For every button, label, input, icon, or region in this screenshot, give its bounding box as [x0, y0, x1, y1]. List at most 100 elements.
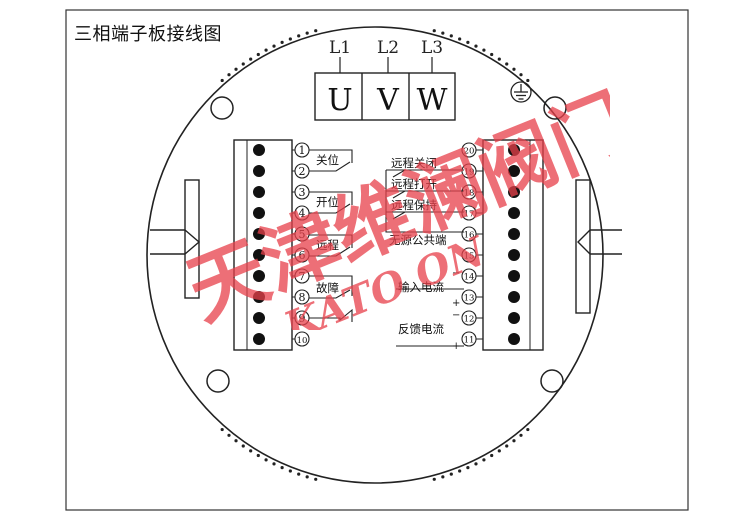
right-terminal-screw [508, 249, 520, 261]
left-terminal-screw [253, 333, 265, 345]
right-terminal-number-20: 20 [464, 147, 475, 157]
rim-dot [490, 52, 494, 57]
outer-frame [65, 9, 689, 511]
rim-dot [305, 475, 309, 479]
rim-dot [458, 37, 462, 41]
rim-dot [249, 449, 253, 453]
right-terminal-number-12: 12 [464, 315, 475, 325]
rim-dot [314, 477, 318, 481]
label-open-limit: 开位 [316, 195, 339, 209]
left-terminal-screw [253, 228, 265, 240]
right-terminal-number-circle [461, 226, 477, 242]
phase-terminal-block [314, 72, 456, 121]
rim-dot [466, 40, 470, 45]
ground-icon [510, 81, 532, 103]
rim-dot [256, 52, 260, 57]
polarity-input-plus: + [452, 298, 460, 309]
rim-dot [490, 453, 494, 458]
right-terminal-number-circle [461, 247, 477, 263]
rim-dot [458, 469, 462, 473]
rim-dot [432, 29, 436, 33]
rim-dot [280, 40, 284, 45]
right-terminal-number-11: 11 [464, 336, 475, 346]
polarity-feedback-minus: − [452, 310, 460, 321]
rim-dots [220, 29, 530, 481]
right-terminal-screw [508, 144, 520, 156]
left-terminal-number-7: 7 [299, 270, 306, 283]
right-terminal-number-circle [461, 331, 477, 347]
left-terminal-number-2: 2 [299, 165, 306, 178]
right-terminal-screw [508, 312, 520, 324]
right-terminal-screw [508, 228, 520, 240]
rim-dot [505, 444, 509, 448]
rim-dot [297, 472, 301, 476]
rim-dot [280, 465, 284, 470]
right-terminal-number-circle [461, 205, 477, 221]
phase-label-l3: L3 [421, 38, 443, 58]
rim-dot [519, 433, 523, 437]
rim-dot [227, 433, 231, 437]
left-terminal-strip [233, 139, 293, 351]
right-terminal-screw [508, 333, 520, 345]
right-terminal-screw [508, 186, 520, 198]
rim-dot [432, 477, 436, 481]
right-bracket [575, 179, 622, 314]
left-terminal-number-circle [294, 331, 310, 347]
right-terminal-screw [508, 165, 520, 177]
rim-dot [449, 34, 453, 38]
rim-dot [519, 73, 523, 77]
right-terminal-number-circle [461, 310, 477, 326]
phase-label-l2: L2 [377, 38, 399, 58]
right-terminal-strip [482, 139, 544, 351]
left-terminal-number-8: 8 [299, 291, 306, 304]
rim-dot [227, 73, 231, 77]
label-remote-open: 远程打开 [391, 177, 437, 191]
rim-dot [249, 57, 253, 61]
left-terminal-number-1: 1 [299, 144, 306, 157]
housing-circle [146, 26, 604, 484]
rim-dot [234, 67, 238, 71]
mounting-hole-bottom-left [206, 369, 230, 393]
left-terminal-number-3: 3 [299, 186, 306, 199]
right-terminal-number-13: 13 [464, 294, 475, 304]
rim-dot [305, 31, 309, 35]
rim-dot [474, 462, 478, 466]
left-terminal-number-5: 5 [299, 228, 306, 241]
label-fault: 故障 [316, 281, 339, 295]
left-contact-wiring [309, 149, 353, 322]
left-terminal-screw [253, 312, 265, 324]
right-terminal-number-18: 18 [464, 189, 475, 199]
label-close-limit: 关位 [316, 153, 339, 167]
left-terminal-number-circle [294, 289, 310, 305]
rim-dot [314, 29, 318, 33]
rim-dot [449, 472, 453, 476]
right-terminal-number-circle [461, 184, 477, 200]
rim-dot [466, 465, 470, 470]
rim-dot [474, 44, 478, 48]
rim-dot [220, 427, 224, 432]
polarity-input-minus: − [452, 268, 460, 279]
rim-dot [264, 458, 268, 462]
rim-dot [441, 475, 445, 479]
right-terminal-number-15: 15 [464, 252, 475, 262]
rim-dot [288, 37, 292, 41]
left-terminal-screw [253, 186, 265, 198]
phase-label-l1: L1 [329, 38, 351, 58]
left-bracket [150, 179, 201, 299]
left-terminal-screw [253, 144, 265, 156]
right-contact-wiring [385, 169, 464, 347]
right-terminal-number-circle [461, 289, 477, 305]
rim-dot [241, 444, 245, 448]
mounting-hole-top-left [210, 96, 234, 120]
left-terminal-screw [253, 165, 265, 177]
rim-dot [482, 48, 486, 52]
left-terminal-number-circle [294, 226, 310, 242]
rim-dot [497, 57, 501, 61]
label-remote-hold: 远程保持 [391, 198, 437, 212]
left-terminal-screw [253, 207, 265, 219]
rim-dot [241, 62, 245, 66]
phase-terminal-w: W [417, 83, 448, 118]
mounting-hole-top-right [543, 96, 567, 120]
rim-dot [272, 462, 276, 466]
left-terminal-number-circle [294, 247, 310, 263]
